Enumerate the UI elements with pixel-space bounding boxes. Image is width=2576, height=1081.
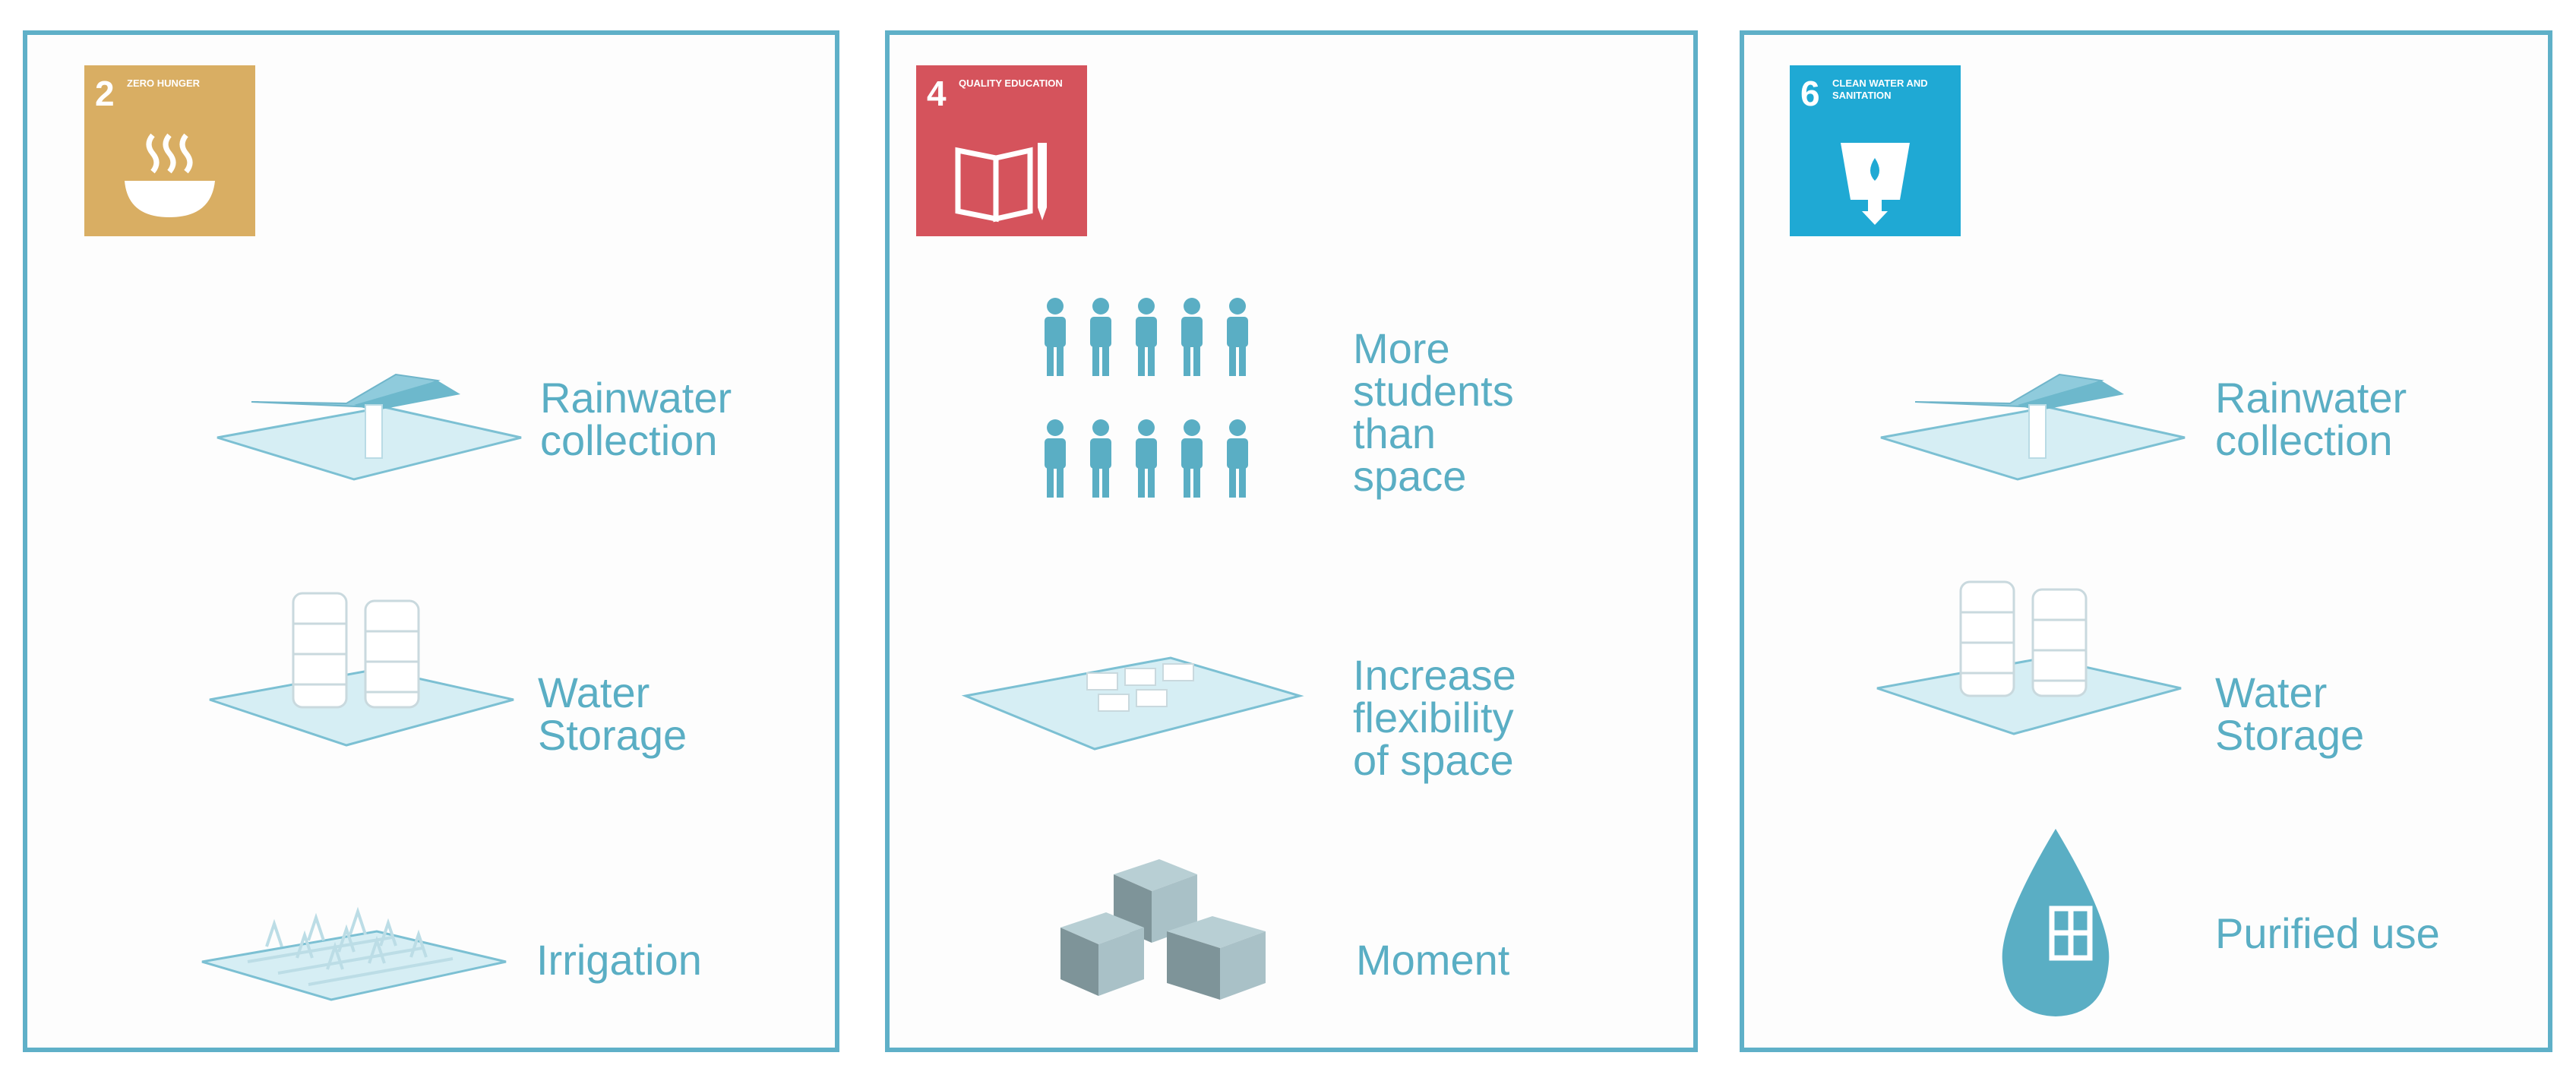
water-drop-icon [2002, 829, 2110, 1016]
item-label: Rainwater collection [540, 374, 732, 464]
item-label: Increase flexibility of space [1353, 651, 1516, 784]
item-label: Water Storage [2215, 669, 2365, 759]
item-label: More students than space [1353, 324, 1514, 500]
sdg-number: 4 [927, 74, 947, 113]
item-label: Water Storage [538, 669, 687, 759]
rainwater-collection-icon [1880, 373, 2186, 481]
sdg-number: 6 [1800, 74, 1820, 113]
item-label: Irrigation [536, 936, 702, 984]
students-icon [1045, 298, 1248, 498]
sdg-4-badge: 4 Quality Education [916, 65, 1087, 236]
sdg-title: Zero Hunger [127, 77, 201, 89]
water-storage-icon [1876, 580, 2182, 735]
panel-zero-hunger: 2 Zero Hunger Rainwater collection Water… [23, 30, 839, 1052]
sdg-6-badge: 6 Clean Water and Sanitation [1790, 65, 1961, 236]
food-bowl-icon [125, 133, 215, 217]
water-storage-icon [209, 592, 514, 747]
sdg-title: Quality Education [959, 77, 1063, 89]
blocks-icon [1060, 859, 1266, 1000]
irrigation-icon [201, 906, 507, 1001]
water-glass-icon [1841, 143, 1910, 225]
panel-clean-water: 6 Clean Water and Sanitation Rainwater c… [1740, 30, 2552, 1052]
book-pencil-icon [955, 143, 1047, 223]
sdg-title: Clean Water and Sanitation [1832, 77, 1928, 102]
item-label: Purified use [2215, 909, 2440, 957]
flexible-space-icon [961, 656, 1304, 751]
sdg-2-badge: 2 Zero Hunger [84, 65, 255, 236]
item-label: Moment [1356, 936, 1510, 984]
sdg-number: 2 [95, 74, 115, 113]
rainwater-collection-icon [217, 373, 522, 481]
item-label: Rainwater collection [2215, 374, 2407, 464]
panel-quality-education: 4 Quality Education More students than s… [885, 30, 1698, 1052]
